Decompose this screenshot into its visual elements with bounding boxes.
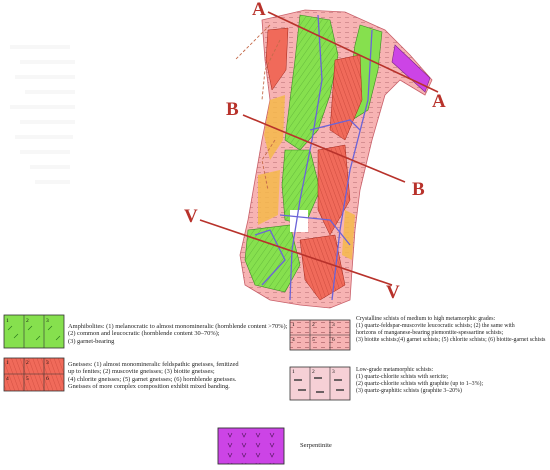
schist-low-swatch-num-3: 3	[332, 369, 335, 375]
legend-schists-high-line-4: (3) biotite schists;(4) garnet schists; …	[356, 337, 546, 343]
legend-swatch-gneisses	[3, 357, 65, 392]
legend-swatch-amphibolites	[3, 314, 65, 349]
schist-high-swatch-num-1: 1	[292, 322, 295, 328]
legend-amphibolites-line-3: (3) garnet-bearing	[68, 337, 115, 345]
unmapped-gap	[290, 210, 308, 232]
legend-gneisses-line-2: up to fenites; (2) muscovite gneisses; (…	[68, 368, 215, 376]
legend-schists-low-line-1: Low-grade metamorphic schists:	[356, 367, 434, 373]
legend-gneisses-line-4: Gneisses of more complex composition exh…	[68, 383, 230, 391]
gneiss-swatch-num-1: 1	[6, 360, 9, 366]
gneiss-swatch-num-6: 6	[46, 376, 49, 382]
low-grade-band-3	[342, 210, 355, 260]
amph-swatch-num-2: 2	[26, 318, 29, 324]
legend-schists-low-text: Low-grade metamorphic schists: (1) quart…	[356, 367, 548, 395]
section-label-b-west: B	[226, 99, 239, 120]
legend-swatches	[3, 314, 351, 465]
legend-gneisses-text: Gneisses: (1) almost monomineralic felds…	[68, 361, 283, 391]
section-label-v-west: V	[184, 206, 198, 227]
gneiss-swatch-num-2: 2	[26, 360, 29, 366]
schist-low-swatch-num-1: 1	[292, 369, 295, 375]
legend-schists-low-line-2: (1) quartz-chlorite schists with sericit…	[356, 374, 449, 380]
schist-low-swatch-num-2: 2	[312, 369, 315, 375]
contact-lines	[254, 14, 373, 301]
fault-lines	[234, 24, 281, 191]
legend-schists-high-line-3: horizons of manganese-bearing piemontite…	[356, 330, 504, 336]
legend-schists-high-line-1: Crystalline schists of medium to high me…	[356, 316, 496, 322]
gneiss-lens-4	[265, 27, 289, 91]
section-lines	[199, 11, 439, 286]
legend-schists-low-line-4: (3) quartz-graphitic schists (graphite 3…	[356, 388, 462, 394]
legend-swatch-numbers: 1 2 3 1 2 3 4 5 6 1 2 3 4 5 6 1 2 3	[6, 318, 335, 382]
section-label-v-east: V	[386, 282, 400, 303]
legend-amphibolites-text: Amphibolites: (1) melanocratic to almost…	[68, 323, 288, 345]
map-body	[234, 9, 433, 309]
amph-swatch-num-1: 1	[6, 318, 9, 324]
gneiss-swatch-num-4: 4	[6, 376, 9, 382]
schist-high-swatch-num-2: 2	[312, 322, 315, 328]
legend-schists-low-line-3: (2) quartz-chlorite schists with graphit…	[356, 381, 484, 387]
gneiss-hatch	[300, 55, 362, 300]
legend-swatch-schists-high	[289, 319, 351, 351]
section-line-v	[199, 219, 393, 286]
section-line-b	[242, 114, 406, 183]
amphibolite-hatch	[245, 15, 338, 292]
gneiss-swatch-num-5: 5	[26, 376, 29, 382]
schist-high-swatch-num-6: 6	[332, 337, 335, 343]
legend-schists-high-text: Crystalline schists of medium to high me…	[356, 316, 548, 344]
schist-high-swatch-num-3: 3	[332, 322, 335, 328]
section-label-a-east: A	[432, 91, 446, 112]
faded-background-text	[10, 45, 75, 184]
legend-swatch-schists-low	[289, 366, 351, 401]
amph-swatch-num-3: 3	[46, 318, 49, 324]
schist-high-swatch-num-4: 4	[292, 337, 295, 343]
section-label-a-west: A	[252, 0, 266, 20]
legend-gneisses-line-1: Gneisses: (1) almost monomineralic felds…	[68, 361, 239, 368]
schist-high-swatch-num-5: 5	[312, 337, 315, 343]
serpentinite-body	[391, 44, 431, 93]
legend-gneisses-line-3: (4) chlorite gneisses; (5) garnet gneiss…	[68, 375, 237, 383]
legend-swatch-serpentinite	[217, 427, 285, 465]
section-label-b-east: B	[412, 179, 425, 200]
legend-amphibolites-line-1: Amphibolites: (1) melanocratic to almost…	[68, 323, 288, 330]
legend-serpentinite-label: Serpentinite	[300, 442, 332, 449]
legend-schists-high-line-2: (1) quartz-feldspar-muscovite leucocrati…	[356, 323, 515, 329]
gneiss-swatch-num-3: 3	[46, 360, 49, 366]
section-line-a	[267, 11, 439, 93]
legend-amphibolites-line-2: (2) common and leucocratic (hornblende c…	[68, 330, 220, 338]
low-grade-band-2	[258, 170, 280, 225]
